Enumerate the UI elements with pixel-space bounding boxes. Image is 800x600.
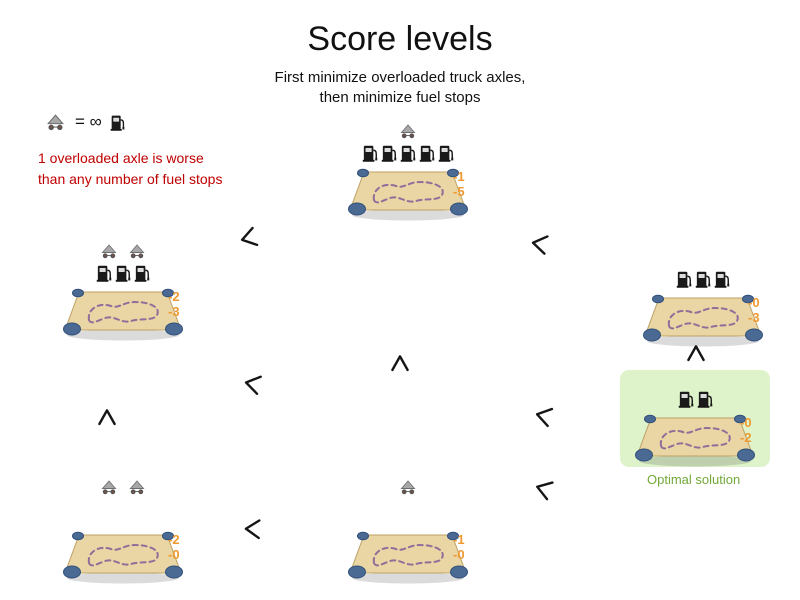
soft-score: -3 (748, 310, 760, 325)
fuel-stop-row (676, 268, 730, 288)
solution-middle-right: -0 -3 (638, 268, 768, 347)
legend: = ∞ (44, 112, 125, 132)
route-map: -1 -5 (348, 165, 468, 221)
fuel-stop-row (678, 388, 713, 408)
fuel-pump-icon (714, 269, 730, 288)
route-map: -0 -3 (643, 291, 763, 347)
overloaded-axle-icon (127, 480, 147, 495)
soft-score: -3 (168, 304, 180, 319)
warning-line-1: 1 overloaded axle is worse (38, 150, 204, 166)
fuel-pump-icon (676, 269, 692, 288)
overloaded-axle-icon (99, 480, 119, 495)
fuel-pump-icon (96, 263, 112, 282)
solution-bottom-center: -1 -0 (343, 480, 473, 584)
less-than-arrow-icon (529, 401, 558, 430)
fuel-stop-row (362, 142, 454, 162)
less-than-arrow-icon (234, 223, 263, 252)
less-than-arrow-icon (239, 370, 267, 398)
solution-middle-left: -2 -3 (58, 244, 188, 341)
overloaded-axle-row (398, 124, 418, 139)
route-map-illustration (643, 291, 763, 347)
overloaded-axle-row (398, 480, 418, 495)
subtitle: First minimize overloaded truck axles, t… (0, 68, 800, 108)
overloaded-axle-icon (127, 244, 147, 259)
overloaded-axle-row (99, 244, 147, 259)
fuel-pump-icon (697, 389, 713, 408)
score: -0 -3 (748, 295, 760, 325)
legend-equation: = ∞ (75, 112, 102, 131)
soft-score: -2 (740, 430, 752, 445)
fuel-pump-icon (419, 143, 435, 162)
caret-up-arrow-icon (95, 406, 119, 430)
fuel-pump-icon (115, 263, 131, 282)
hard-score: -2 (168, 532, 180, 547)
less-than-arrow-icon (526, 230, 554, 258)
score: -2 -0 (168, 532, 180, 562)
hard-score: -1 (453, 169, 465, 184)
score: -1 -5 (453, 169, 465, 199)
route-map-illustration (348, 165, 468, 221)
less-than-arrow-icon (529, 474, 559, 504)
fuel-pump-icon (678, 389, 694, 408)
caret-up-arrow-icon (684, 342, 708, 366)
hard-score: -1 (453, 532, 465, 547)
score: -0 -2 (740, 415, 752, 445)
subtitle-line-1: First minimize overloaded truck axles, (274, 69, 526, 86)
less-than-arrow-icon (241, 517, 266, 542)
optimal-solution-label: Optimal solution (647, 472, 741, 487)
route-map-illustration (348, 528, 468, 584)
subtitle-line-2: then minimize fuel stops (319, 89, 481, 106)
overloaded-axle-icon (398, 480, 418, 495)
route-map: -2 -3 (63, 285, 183, 341)
overloaded-axle-icon (44, 114, 67, 131)
fuel-pump-icon (400, 143, 416, 162)
caret-up-arrow-icon (388, 352, 412, 376)
solution-bottom-left: -2 -0 (58, 480, 188, 584)
overloaded-axle-icon (99, 244, 119, 259)
route-map-illustration (635, 411, 755, 467)
soft-score: -0 (453, 547, 465, 562)
hard-score: -0 (740, 415, 752, 430)
fuel-stop-row (96, 262, 150, 282)
warning-line-2: than any number of fuel stops (38, 171, 223, 187)
page-title: Score levels (307, 20, 493, 58)
soft-score: -5 (453, 184, 465, 199)
route-map-illustration (63, 285, 183, 341)
fuel-pump-icon (362, 143, 378, 162)
fuel-pump-icon (110, 113, 125, 131)
route-map: -1 -0 (348, 528, 468, 584)
overloaded-axle-row (99, 480, 147, 495)
fuel-pump-icon (438, 143, 454, 162)
route-map: -0 -2 (635, 411, 755, 467)
solution-top-center: -1 -5 (343, 124, 473, 221)
fuel-pump-icon (381, 143, 397, 162)
fuel-pump-icon (134, 263, 150, 282)
solution-optimal: -0 -2 (630, 388, 760, 467)
score: -2 -3 (168, 289, 180, 319)
overloaded-axle-icon (398, 124, 418, 139)
hard-score: -2 (168, 289, 180, 304)
warning-text: 1 overloaded axle is worse than any numb… (38, 148, 222, 190)
route-map: -2 -0 (63, 528, 183, 584)
soft-score: -0 (168, 547, 180, 562)
hard-score: -0 (748, 295, 760, 310)
score: -1 -0 (453, 532, 465, 562)
route-map-illustration (63, 528, 183, 584)
fuel-pump-icon (695, 269, 711, 288)
